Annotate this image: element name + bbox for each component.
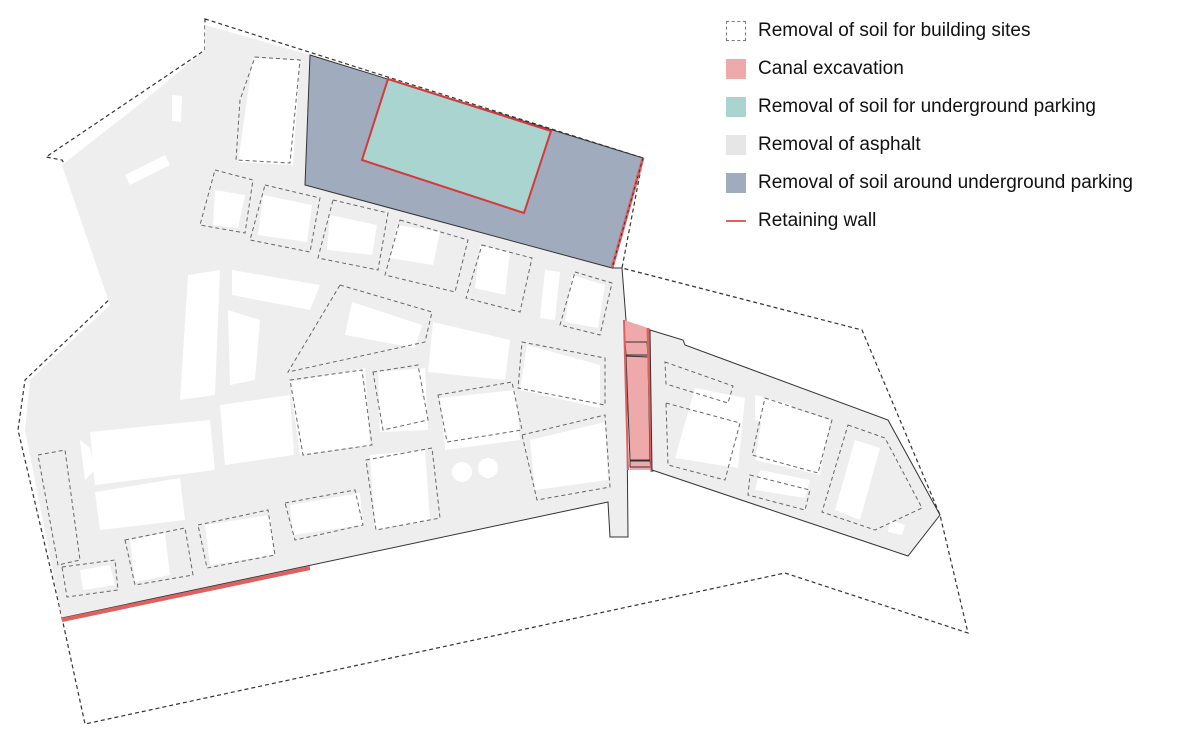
map-legend: Removal of soil for building sites Canal… — [726, 12, 1133, 240]
blue-gray-swatch-icon — [726, 173, 746, 193]
existing-buildings-east — [675, 388, 905, 535]
existing-buildings — [80, 58, 608, 590]
dashed-square-icon — [726, 21, 746, 41]
legend-item-asphalt: Removal of asphalt — [726, 126, 1133, 164]
retaining-wall-south — [61, 566, 311, 622]
legend-label: Removal of soil for building sites — [758, 20, 1031, 41]
red-line-icon — [726, 220, 746, 222]
legend-label: Removal of soil around underground parki… — [758, 172, 1133, 193]
underground-parking-area — [360, 77, 553, 215]
canal-retaining-wall-west — [623, 319, 629, 471]
legend-label: Removal of soil for underground parking — [758, 96, 1096, 117]
legend-item-underground-parking: Removal of soil for underground parking — [726, 88, 1133, 126]
building-sites-west — [37, 56, 613, 598]
pink-swatch-icon — [726, 59, 746, 79]
canal-excavation-area — [624, 320, 652, 470]
legend-item-canal-excavation: Canal excavation — [726, 50, 1133, 88]
main-area-outline — [61, 267, 629, 619]
building-sites-east — [664, 361, 923, 531]
legend-item-retaining-wall: Retaining wall — [726, 202, 1133, 240]
legend-item-building-sites: Removal of soil for building sites — [726, 12, 1133, 50]
legend-label: Removal of asphalt — [758, 134, 921, 155]
legend-label: Canal excavation — [758, 58, 904, 79]
teal-swatch-icon — [726, 97, 746, 117]
parking-boundary-dash — [611, 157, 644, 269]
outer-site-boundary — [17, 18, 969, 725]
legend-item-parking-surround: Removal of soil around underground parki… — [726, 164, 1133, 202]
gray-swatch-icon — [726, 135, 746, 155]
legend-label: Retaining wall — [758, 210, 877, 231]
